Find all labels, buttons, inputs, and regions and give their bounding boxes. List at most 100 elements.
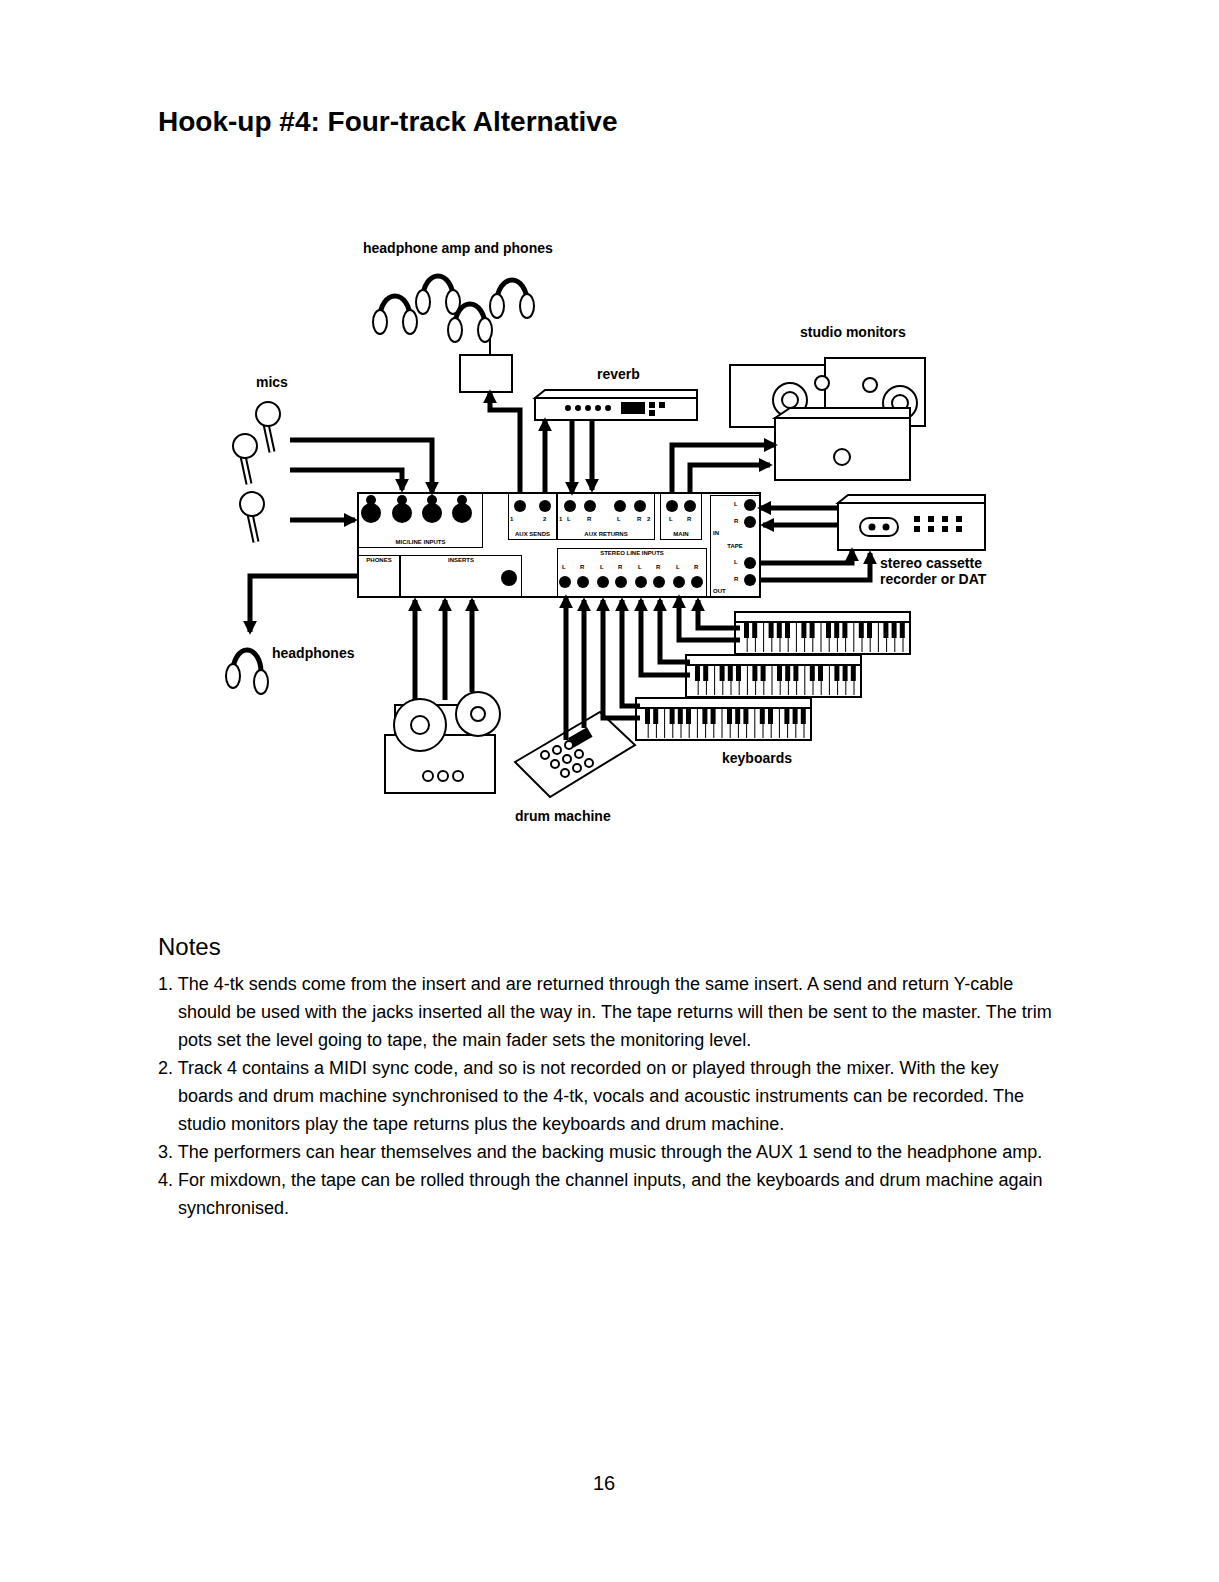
- signal-cable: [760, 506, 838, 511]
- mixer-section: AUX SENDS: [508, 493, 557, 540]
- jack: [559, 576, 571, 588]
- illustration-part: [784, 708, 789, 724]
- jack: [564, 500, 576, 512]
- illustration-part: [818, 665, 823, 681]
- illustration-part: [226, 276, 961, 777]
- jack: [634, 500, 646, 512]
- mic-icon: [240, 492, 264, 516]
- page-title: Hook-up #4: Four-track Alternative: [158, 106, 617, 138]
- illustration-part: [711, 708, 716, 724]
- illustration-part: [702, 708, 707, 724]
- illustration-part: [804, 665, 805, 695]
- illustration-part: [551, 760, 559, 768]
- illustration-part: [834, 665, 839, 681]
- headphone-amp: [460, 355, 512, 392]
- illustration-part: [883, 622, 888, 638]
- section-label: AUX SENDS: [514, 531, 551, 538]
- illustration-part: [678, 708, 683, 724]
- jack: [691, 576, 703, 588]
- illustration-part: [843, 665, 848, 681]
- signal-cable: [250, 576, 358, 632]
- illustration-part: [754, 708, 755, 738]
- illustration-part: [884, 525, 889, 530]
- device: studio monitors: [775, 418, 910, 480]
- illustration-part: [752, 622, 757, 638]
- keyboard-icon: [686, 655, 861, 697]
- illustration-part: [722, 708, 723, 738]
- jack-label: R: [694, 564, 698, 571]
- device: headphones: [222, 632, 275, 702]
- illustration-part: [575, 750, 583, 758]
- signal-cable: [677, 597, 682, 612]
- power-amp: [775, 418, 910, 480]
- illustration-part: [403, 310, 417, 334]
- mixer-section: AUX RETURNS: [557, 493, 655, 540]
- illustration-part: [727, 708, 732, 724]
- illustration-part: [266, 424, 272, 452]
- jack: [653, 576, 665, 588]
- illustration-part: [793, 708, 798, 724]
- illustration-part: [416, 290, 430, 314]
- device-label: studio monitors: [800, 324, 906, 340]
- device-label: stereo cassette recorder or DAT: [880, 555, 1000, 587]
- illustration-part: [851, 665, 856, 681]
- jack: [452, 503, 472, 523]
- illustration-part: [853, 622, 854, 652]
- illustration-part: [796, 622, 797, 652]
- jack: [427, 495, 437, 505]
- jack: [744, 557, 756, 569]
- illustration-part: [735, 708, 740, 724]
- illustration-part: [801, 708, 806, 724]
- illustration-part: [768, 708, 773, 724]
- mic-icon: [233, 434, 257, 458]
- illustration-part: [226, 664, 240, 688]
- section-label: STEREO LINE INPUTS: [599, 550, 665, 557]
- illustration-part: [957, 527, 961, 531]
- jack: [615, 576, 627, 588]
- illustration-part: [760, 708, 765, 724]
- illustration-part: [576, 406, 580, 410]
- device: stereo cassette recorder or DAT: [838, 503, 985, 550]
- illustration-part: [761, 665, 766, 681]
- jack-label: L: [669, 516, 673, 523]
- jack: [539, 500, 551, 512]
- jack-label: 1: [559, 516, 562, 523]
- reverb-unit: [535, 398, 697, 420]
- jack: [744, 574, 756, 586]
- jack-label: L: [676, 564, 680, 571]
- illustration-part: [777, 665, 782, 681]
- illustration-part: [645, 708, 650, 724]
- jack-label: L: [734, 559, 738, 566]
- illustration-part: [664, 708, 665, 738]
- signal-cable: [490, 392, 520, 493]
- illustration-part: [736, 665, 741, 681]
- jack-label: OUT: [713, 588, 726, 595]
- illustration-part: [541, 751, 549, 759]
- jack-label: L: [617, 516, 621, 523]
- jack: [366, 495, 376, 505]
- jack-label: R: [587, 516, 591, 523]
- jack-label: 2: [647, 516, 650, 523]
- illustration-part: [586, 406, 590, 410]
- drum-machine: [515, 712, 635, 797]
- signal-cable: [543, 420, 548, 493]
- jack: [744, 516, 756, 528]
- illustration-part: [650, 403, 654, 407]
- jack: [577, 576, 589, 588]
- reverb-top: [535, 390, 697, 398]
- jack-label: R: [734, 576, 738, 583]
- section-label: MAIN: [672, 531, 689, 538]
- illustration-part: [478, 318, 492, 342]
- illustration-part: [686, 655, 861, 697]
- device: mics: [230, 400, 290, 545]
- illustration-part: [892, 622, 897, 638]
- jack: [501, 570, 517, 586]
- illustration-part: [606, 406, 610, 410]
- device: keyboards: [636, 612, 910, 742]
- jack: [673, 576, 685, 588]
- illustration-part: [957, 517, 961, 521]
